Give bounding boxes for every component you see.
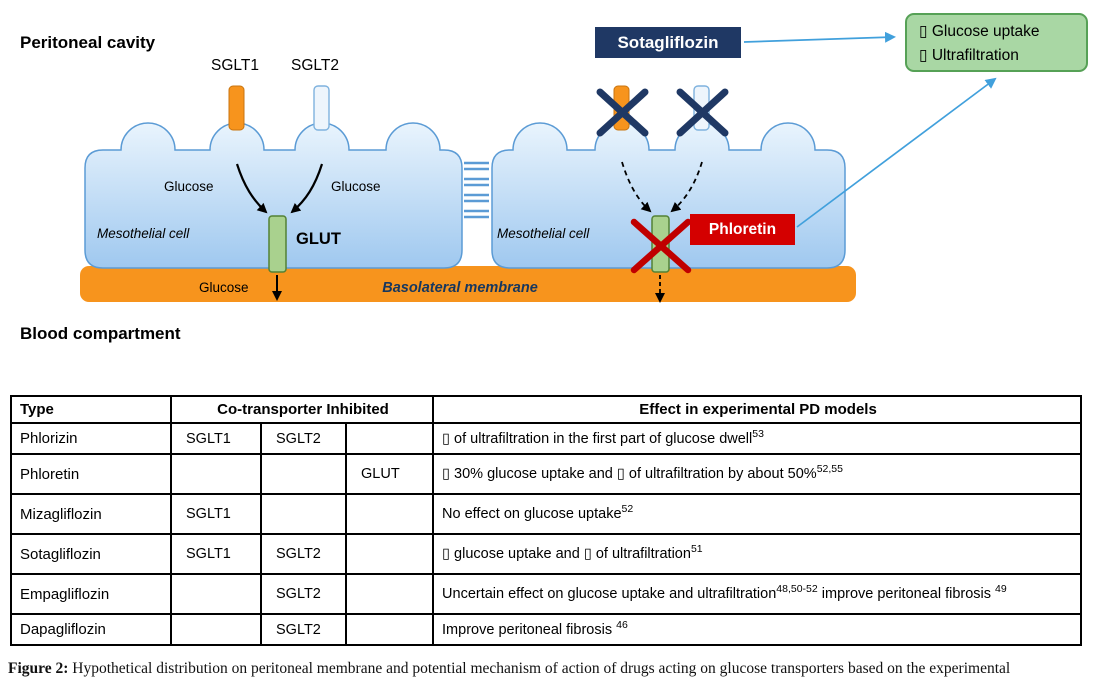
table-header-row: Type Co-transporter Inhibited Effect in … <box>10 395 1083 424</box>
table-row: Sotagliflozin SGLT1 SGLT2 ▯ glucose upta… <box>10 533 1083 575</box>
cotransporter-cell: SGLT1 <box>170 422 262 455</box>
header-cotransporter: Co-transporter Inhibited <box>169 395 435 424</box>
cotransporter-cell: SGLT2 <box>260 573 347 615</box>
peritoneal-cavity-label: Peritoneal cavity <box>20 33 156 52</box>
sglt2-label: SGLT2 <box>291 57 339 74</box>
sglt2-transporter <box>313 85 330 131</box>
blocked-glucose-arrow-right <box>670 161 703 213</box>
tight-junction-icon <box>464 161 489 219</box>
figure-caption-label: Figure 2: <box>8 660 69 677</box>
outcome-line-ultrafiltration: ▯ Ultrafiltration <box>919 47 1019 64</box>
phloretin-label: Phloretin <box>708 221 777 238</box>
cotransporter-cell <box>170 573 262 615</box>
cotransporter-cell: SGLT2 <box>260 422 347 455</box>
sotagliflozin-badge: Sotagliflozin <box>595 27 741 58</box>
table-row: Empagliflozin SGLT2 Uncertain effect on … <box>10 573 1083 615</box>
header-effect: Effect in experimental PD models <box>432 395 1083 424</box>
sglt1-transporter <box>228 85 245 131</box>
cotransporter-cell <box>344 573 435 615</box>
effect-cell: Improve peritoneal fibrosis 46 <box>432 613 1083 646</box>
sotagliflozin-outcome-connector <box>743 31 896 43</box>
cotransporter-cell <box>170 613 262 646</box>
blocked-glucose-arrow-left <box>621 161 652 213</box>
drug-type-cell: Sotagliflozin <box>10 533 172 575</box>
sglt1-label: SGLT1 <box>211 57 259 74</box>
phloretin-badge: Phloretin <box>690 214 795 245</box>
outcome-line-glucose-uptake: ▯ Glucose uptake <box>919 23 1040 40</box>
blood-compartment-label: Blood compartment <box>20 324 181 343</box>
effect-cell: No effect on glucose uptake52 <box>432 493 1083 535</box>
cotransporter-cell: GLUT <box>344 453 435 495</box>
cotransporter-cell <box>344 613 435 646</box>
effect-cell: ▯ of ultrafiltration in the first part o… <box>432 422 1083 455</box>
table-row: Phlorizin SGLT1 SGLT2 ▯ of ultrafiltrati… <box>10 422 1083 455</box>
glucose-arrow-left <box>235 163 268 214</box>
membrane-diagram <box>80 31 997 303</box>
table-row: Mizagliflozin SGLT1 No effect on glucose… <box>10 493 1083 535</box>
cotransporter-cell <box>260 453 347 495</box>
cotransporter-cell <box>344 533 435 575</box>
cotransporter-cell: SGLT2 <box>260 613 347 646</box>
drug-type-cell: Phloretin <box>10 453 172 495</box>
cotransporter-cell: SGLT1 <box>170 533 262 575</box>
glut-transporter <box>268 215 287 273</box>
glut-block-x-icon <box>630 218 692 274</box>
drug-type-cell: Phlorizin <box>10 422 172 455</box>
cotransporter-cell <box>344 422 435 455</box>
glucose-arrow-right <box>290 163 324 214</box>
sglt1-block-x-icon <box>596 88 649 137</box>
effect-cell: ▯ glucose uptake and ▯ of ultrafiltratio… <box>432 533 1083 575</box>
figure-caption-text: Hypothetical distribution on peritoneal … <box>68 660 1011 677</box>
glut-label: GLUT <box>296 230 341 248</box>
drug-type-cell: Empagliflozin <box>10 573 172 615</box>
drug-effects-table: Type Co-transporter Inhibited Effect in … <box>10 395 1083 646</box>
glucose-label-bottom: Glucose <box>199 280 249 295</box>
table-row: Phloretin GLUT ▯ 30% glucose uptake and … <box>10 453 1083 495</box>
effect-cell: ▯ 30% glucose uptake and ▯ of ultrafiltr… <box>432 453 1083 495</box>
figure-caption: Figure 2: Hypothetical distribution on p… <box>8 660 1108 678</box>
table-row: Dapagliflozin SGLT2 Improve peritoneal f… <box>10 613 1083 646</box>
sglt2-block-x-icon <box>676 88 729 137</box>
cotransporter-cell <box>170 453 262 495</box>
sotagliflozin-label: Sotagliflozin <box>617 33 719 52</box>
mesothelial-cell-label-right: Mesothelial cell <box>497 226 590 241</box>
drug-type-cell: Mizagliflozin <box>10 493 172 535</box>
header-type: Type <box>10 395 172 424</box>
drug-type-cell: Dapagliflozin <box>10 613 172 646</box>
cotransporter-cell: SGLT2 <box>260 533 347 575</box>
effect-cell: Uncertain effect on glucose uptake and u… <box>432 573 1083 615</box>
mesothelial-cell-label-left: Mesothelial cell <box>97 226 190 241</box>
cotransporter-cell <box>260 493 347 535</box>
glucose-label-left: Glucose <box>164 179 214 194</box>
cotransporter-cell: SGLT1 <box>170 493 262 535</box>
basolateral-membrane-label: Basolateral membrane <box>382 280 538 296</box>
glucose-label-right: Glucose <box>331 179 381 194</box>
outcome-box: ▯ Glucose uptake ▯ Ultrafiltration <box>905 13 1088 72</box>
cotransporter-cell <box>344 493 435 535</box>
phloretin-outcome-connector <box>796 77 997 228</box>
